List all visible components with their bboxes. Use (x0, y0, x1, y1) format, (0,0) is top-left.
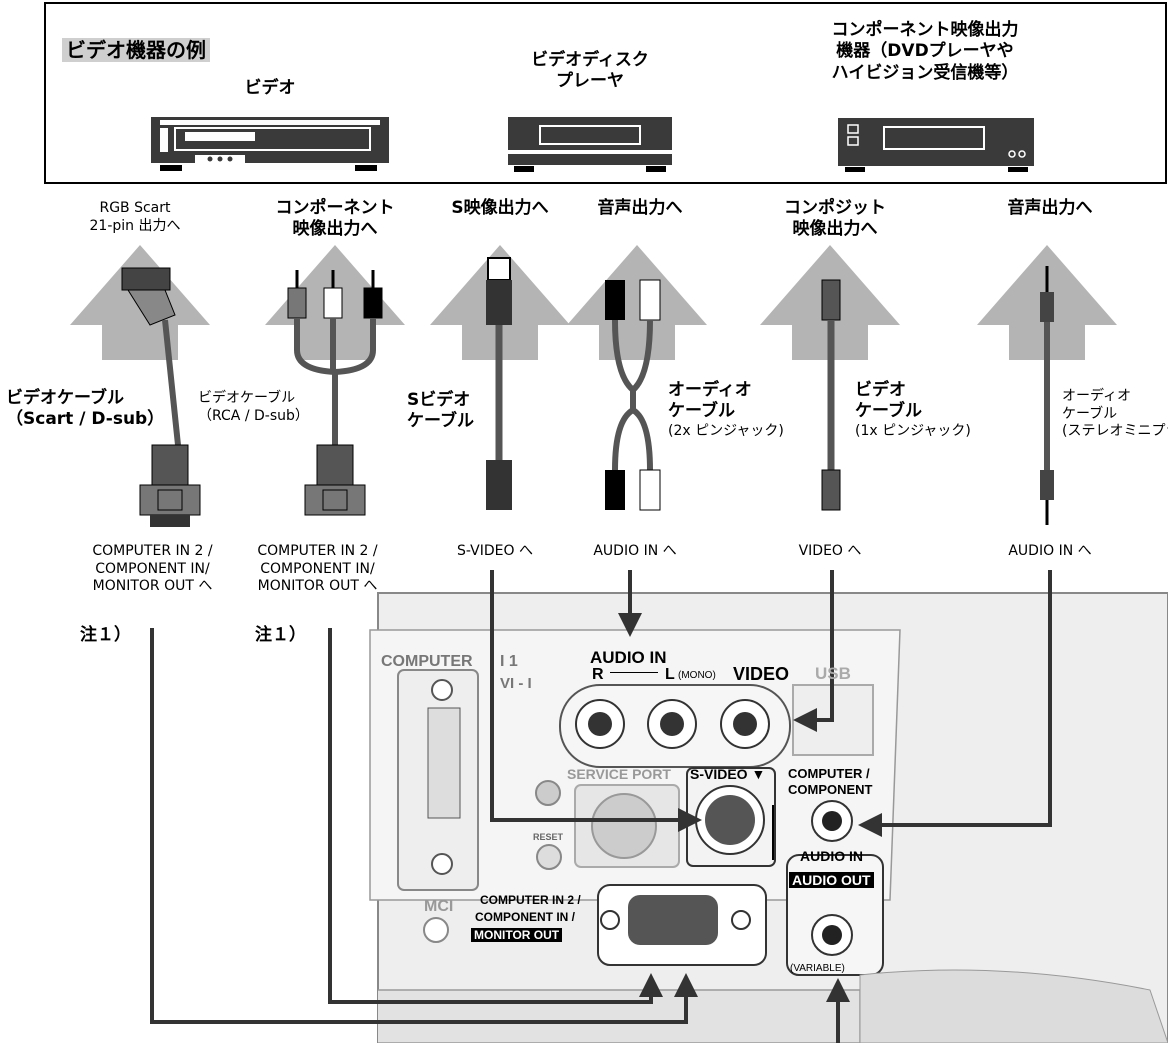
header-title: ビデオ機器の例 (62, 38, 210, 63)
cable-label-composite: ビデオケーブル (1x ピンジャック) (855, 380, 971, 439)
note-2: 注１） (255, 625, 306, 645)
destination-label-3: S-VIDEO へ (457, 543, 533, 559)
cable-label-s-video: Sビデオケーブル (407, 390, 474, 432)
panel-rl-divider (610, 672, 658, 673)
panel-label-cin2-1: COMPUTER IN 2 / (480, 893, 581, 907)
cable-label-audio-rca: オーディオケーブル (2x ピンジャック) (668, 380, 784, 439)
panel-label-comp-audio-1: COMPUTER / (788, 766, 870, 781)
panel-label-usb: USB (815, 664, 851, 683)
panel-label-cin2-2: COMPONENT IN / (475, 910, 576, 924)
note-1: 注１） (80, 625, 131, 645)
panel-label-dvi: VI - I (500, 675, 532, 692)
up-arrow-4 (567, 245, 707, 360)
device-label-disc: ビデオディスク プレーヤ (531, 50, 649, 92)
audio-rca-cable-icon (605, 279, 661, 511)
panel-label-reset: RESET (533, 832, 564, 842)
panel-label-mci: MCI (424, 898, 454, 915)
destination-label-6: AUDIO IN へ (1008, 543, 1092, 559)
destination-label-4: AUDIO IN へ (593, 543, 677, 559)
destination-label-1: COMPUTER IN 2 /COMPONENT IN/MONITOR OUT … (92, 543, 213, 594)
vcr-icon (151, 117, 389, 171)
scart-cable-icon (121, 267, 201, 527)
destination-label-5: VIDEO へ (798, 543, 862, 559)
panel-label-in1: I 1 (500, 653, 518, 670)
panel-label-audio-out: AUDIO OUT (789, 872, 874, 888)
composite-cable-icon (821, 279, 841, 511)
connection-lines (150, 570, 1052, 1043)
connection-line-rca (328, 628, 663, 1004)
connection-line-stereo-mini (858, 570, 1052, 837)
panel-label-variable: (VARIABLE) (790, 963, 845, 974)
source-label-2: コンポーネント映像出力へ (275, 198, 395, 240)
source-arrows (70, 245, 1117, 360)
panel-label-computer: COMPUTER (381, 653, 473, 670)
panel-label-mono: (MONO) (678, 670, 716, 681)
component-device-icon (838, 118, 1034, 172)
device-label-vcr: ビデオ (244, 78, 296, 98)
panel-label-monitor-out: MONITOR OUT (471, 928, 563, 942)
panel-label-comp-audio-2: COMPONENT (788, 782, 873, 797)
panel-label-video: VIDEO (733, 664, 790, 684)
s-video-cable-icon (486, 257, 512, 510)
cable-label-rca: ビデオケーブル（RCA / D-sub） (198, 390, 309, 424)
destination-label-2: COMPUTER IN 2 /COMPONENT IN/MONITOR OUT … (257, 543, 378, 594)
rca-component-cable-icon (287, 270, 383, 516)
device-label-component: コンポーネント映像出力 機器（DVDプレーヤや ハイビジョン受信機等） (831, 20, 1019, 83)
connection-line-s-video (490, 570, 702, 832)
panel-label-r: R (592, 666, 604, 683)
panel-label-s-video: S-VIDEO ▼ (690, 766, 766, 782)
source-label-3: S映像出力へ (451, 198, 549, 218)
panel-label-service-port: SERVICE PORT (567, 766, 671, 782)
panel-label-l: L (665, 666, 675, 683)
cable-label-scart: ビデオケーブル（Scart / D-sub） (6, 388, 165, 430)
source-label-5: コンポジット映像出力へ (784, 198, 886, 240)
stereo-mini-cable-icon (1040, 266, 1054, 525)
panel-label-audio-in: AUDIO IN (590, 648, 667, 667)
panel-label-audio-in-2: AUDIO IN (800, 848, 863, 864)
connection-line-scart (150, 628, 698, 1024)
source-label-6: 音声出力へ (1007, 198, 1093, 218)
source-label-4: 音声出力へ (597, 198, 683, 218)
disc-player-icon (508, 117, 672, 172)
connection-line-composite (793, 570, 834, 732)
